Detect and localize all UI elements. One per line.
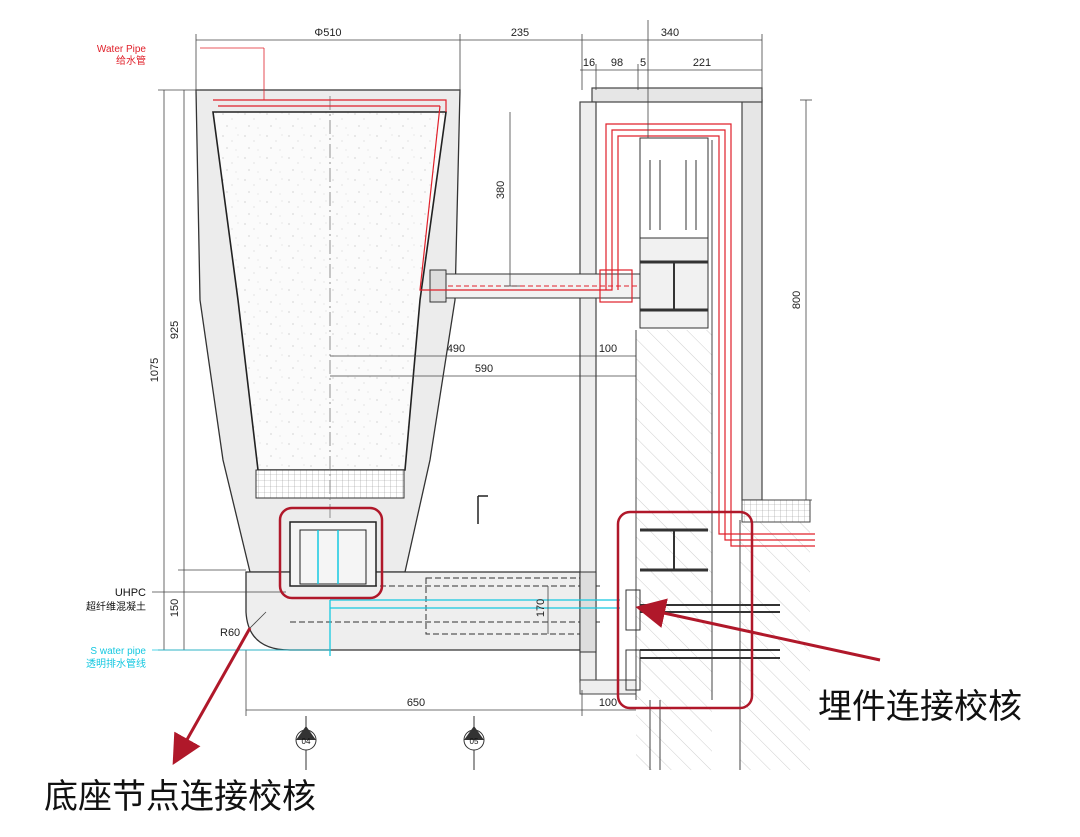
wall-structure <box>579 87 811 770</box>
dim-w-490: 490 <box>447 343 465 355</box>
dim-w-100-mid: 100 <box>599 343 617 355</box>
connection-beam <box>429 269 641 303</box>
water-pipe-label-cn: 给水管 <box>116 54 146 67</box>
material-labels: Water Pipe 给水管 UHPC 超纤维混凝土 S water pipe … <box>86 44 146 670</box>
uhpc-label-en: UHPC <box>115 587 146 599</box>
section-label-right: 05 <box>470 737 479 746</box>
callout-text-embedded-check: 埋件连接校核 <box>818 687 1022 727</box>
dim-sub-16: 16 <box>583 57 595 69</box>
base-plinth <box>245 521 600 653</box>
dim-sub-98: 98 <box>611 57 623 69</box>
dim-h-1075: 1075 <box>149 358 161 382</box>
callout-text-base-node-check: 底座节点连接校核 <box>44 777 316 817</box>
steel-frame <box>625 137 780 691</box>
dim-sub-5: 5 <box>640 57 646 69</box>
dim-h-170: 170 <box>535 599 547 617</box>
s-water-pipe-label-en: S water pipe <box>90 646 146 657</box>
water-pipe-label-en: Water Pipe <box>97 44 147 55</box>
callout-base-node <box>172 506 384 766</box>
dim-top-diameter: Φ510 <box>314 27 341 39</box>
dim-h-380: 380 <box>495 181 507 199</box>
dim-h-925: 925 <box>169 321 181 339</box>
dim-radius: R60 <box>220 627 240 639</box>
dim-top-235: 235 <box>511 27 529 39</box>
dim-w-590: 590 <box>475 363 493 375</box>
corner-mark <box>477 495 488 524</box>
section-marker-right: 05 <box>463 716 485 770</box>
dimension-lines <box>152 20 812 716</box>
dim-sub-221: 221 <box>693 57 711 69</box>
callout-embedded-part <box>616 510 881 710</box>
section-label-left: 04 <box>302 737 311 746</box>
dimension-labels: Φ510 235 340 16 98 5 221 1075 925 380 80… <box>149 27 803 709</box>
dim-h-800: 800 <box>791 291 803 309</box>
dim-top-340: 340 <box>661 27 679 39</box>
s-water-pipe-label-cn: 透明排水管线 <box>86 657 146 670</box>
section-marker-left: 04 <box>295 716 317 770</box>
dim-w-650: 650 <box>407 697 425 709</box>
dim-w-100-bottom: 100 <box>599 697 617 709</box>
drain-pipe-lines <box>329 599 620 656</box>
dim-h-150: 150 <box>169 599 181 617</box>
uhpc-label-cn: 超纤维混凝土 <box>86 600 146 613</box>
planter-vessel <box>195 89 461 573</box>
water-pipe-lines <box>213 99 815 547</box>
